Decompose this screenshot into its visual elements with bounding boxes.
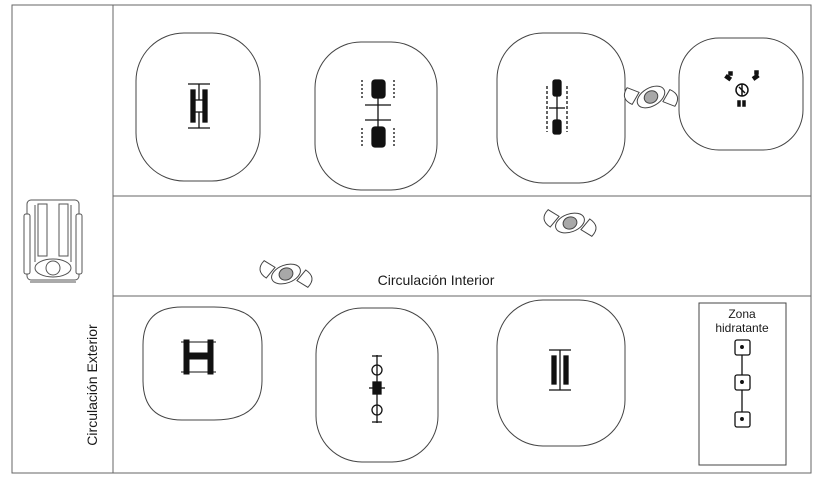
wheelchair-user-icon xyxy=(23,199,83,283)
elliptical-machine-icon xyxy=(546,79,568,135)
station-area-5 xyxy=(142,306,263,421)
station-area-2 xyxy=(314,41,438,191)
weight-machine-icon xyxy=(188,83,210,129)
person-icon xyxy=(543,209,597,237)
stationary-bike-icon xyxy=(361,79,395,148)
upright-bike-icon xyxy=(369,355,385,423)
leg-press-icon xyxy=(181,339,216,375)
station-area-3 xyxy=(496,32,626,184)
hydration-zone-label-line2: hidratante xyxy=(715,321,769,335)
station-area-7 xyxy=(496,299,626,447)
station-area-4 xyxy=(678,37,804,151)
hydration-zone xyxy=(698,302,787,466)
interior-circulation-label: Circulación Interior xyxy=(378,272,495,288)
weight-machine-icon-2 xyxy=(549,349,571,391)
hydration-zone-label-line1: Zona xyxy=(728,307,756,321)
person-icon xyxy=(259,260,313,288)
water-fountain-icons xyxy=(734,339,751,428)
arm-ergometer-icon xyxy=(724,70,760,107)
station-area-6 xyxy=(315,307,439,463)
floor-plan-walls xyxy=(11,4,812,474)
person-icon xyxy=(623,85,679,109)
station-area-1 xyxy=(135,32,261,182)
exterior-circulation-label: Circulación Exterior xyxy=(84,324,100,446)
